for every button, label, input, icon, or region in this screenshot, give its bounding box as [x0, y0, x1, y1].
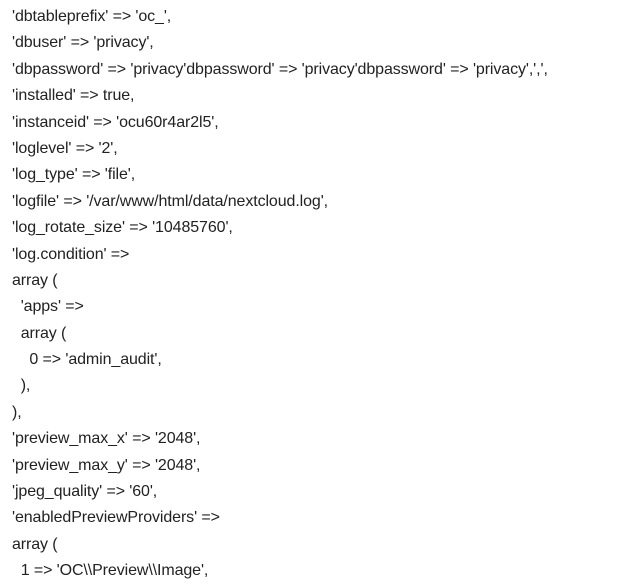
code-line-log-type: 'log_type' => 'file',	[12, 166, 136, 184]
code-line-log-rotate-size: 'log_rotate_size' => '10485760',	[12, 219, 233, 237]
code-line-loglevel: 'loglevel' => '2',	[12, 139, 118, 157]
code-line-dbtableprefix: 'dbtableprefix' => 'oc_',	[12, 8, 172, 25]
code-line-enabled-preview-providers: 'enabledPreviewProviders' =>	[12, 509, 220, 527]
config-code-block: 'dbtableprefix' => 'oc_', 'dbuser' => 'p…	[12, 4, 548, 585]
code-line-providers-array-open: array (	[12, 535, 58, 553]
code-line-apps: 'apps' =>	[12, 298, 84, 316]
code-line-apps-array-open: array (	[12, 324, 67, 342]
code-line-dbuser: 'dbuser' => 'privacy',	[12, 34, 154, 52]
code-line-preview-max-x: 'preview_max_x' => '2048',	[12, 430, 201, 448]
code-line-admin-audit: 0 => 'admin_audit',	[12, 351, 162, 369]
code-line-array-close: ),	[12, 403, 22, 421]
code-line-installed: 'installed' => true,	[12, 87, 135, 105]
code-line-dbpassword: 'dbpassword' => 'privacy'dbpassword' => …	[12, 60, 548, 78]
code-line-preview-max-y: 'preview_max_y' => '2048',	[12, 456, 201, 474]
code-line-logfile: 'logfile' => '/var/www/html/data/nextclo…	[12, 192, 329, 210]
code-line-preview-image: 1 => 'OC\\Preview\\Image',	[12, 562, 209, 580]
code-line-jpeg-quality: 'jpeg_quality' => '60',	[12, 483, 158, 501]
code-line-log-condition: 'log.condition' =>	[12, 245, 130, 263]
code-line-array-open: array (	[12, 271, 58, 289]
code-line-apps-array-close: ),	[12, 377, 31, 395]
code-line-instanceid: 'instanceid' => 'ocu60r4ar2l5',	[12, 113, 219, 131]
